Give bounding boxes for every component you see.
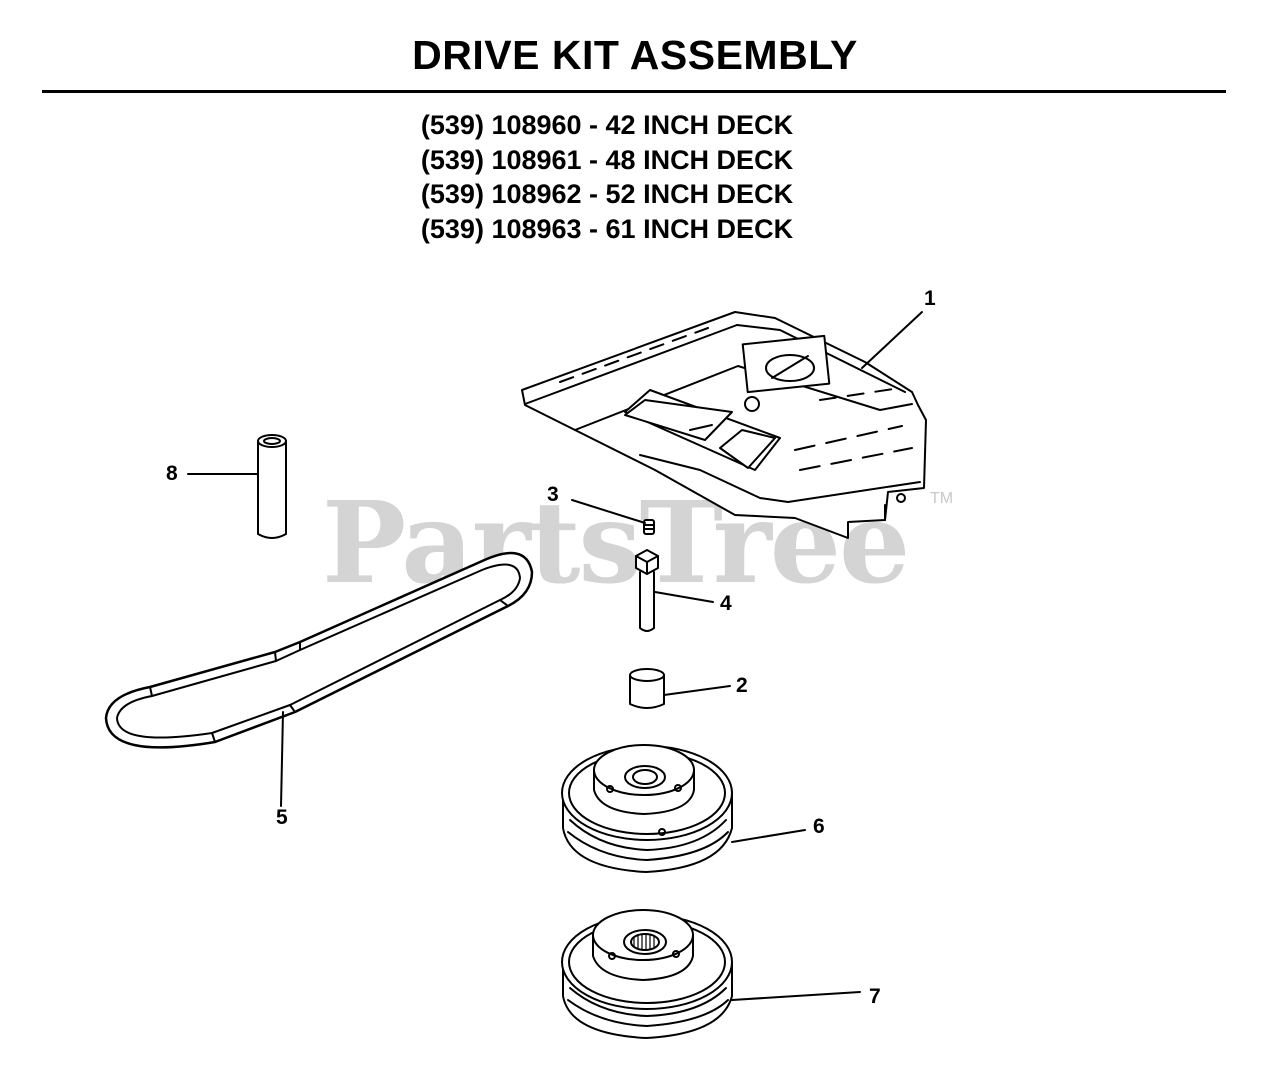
part-3-set-screw[interactable] bbox=[643, 519, 655, 535]
callout-2: 2 bbox=[736, 674, 748, 697]
leader-line-6 bbox=[731, 829, 806, 843]
leader-line-2 bbox=[663, 685, 731, 696]
callout-4: 4 bbox=[720, 592, 732, 615]
callout-5: 5 bbox=[276, 806, 288, 829]
leader-line-3 bbox=[571, 499, 646, 524]
callout-7: 7 bbox=[869, 985, 881, 1008]
leader-line-5 bbox=[280, 711, 284, 807]
part-8-spacer-tube[interactable] bbox=[257, 434, 287, 539]
leader-line-4 bbox=[654, 591, 714, 603]
model-line-61: (539) 108963 - 61 INCH DECK bbox=[420, 213, 794, 244]
part-5-v-belt[interactable] bbox=[104, 551, 534, 749]
model-line-48: (539) 108961 - 48 INCH DECK bbox=[420, 144, 794, 175]
callout-8: 8 bbox=[166, 462, 178, 485]
watermark-trademark: TM bbox=[930, 490, 954, 507]
part-7-pulley[interactable] bbox=[561, 909, 733, 1039]
part-6-pulley[interactable] bbox=[561, 744, 733, 873]
model-line-42: (539) 108960 - 42 INCH DECK bbox=[420, 110, 794, 140]
page-title: DRIVE KIT ASSEMBLY bbox=[412, 32, 858, 78]
callout-1: 1 bbox=[924, 287, 936, 310]
leader-line-1 bbox=[861, 311, 923, 369]
leader-line-7 bbox=[731, 991, 861, 1001]
model-line-52: (539) 108962 - 52 INCH DECK bbox=[420, 179, 794, 209]
part-1-drive-shield[interactable] bbox=[521, 311, 927, 539]
callout-3: 3 bbox=[547, 483, 559, 506]
title-divider bbox=[42, 90, 1226, 93]
model-list: (539) 108960 - 42 INCH DECK (539) 108961… bbox=[0, 108, 1214, 246]
part-4-bolt[interactable] bbox=[635, 549, 659, 632]
part-2-bushing[interactable] bbox=[629, 668, 665, 709]
callout-6: 6 bbox=[813, 815, 825, 838]
